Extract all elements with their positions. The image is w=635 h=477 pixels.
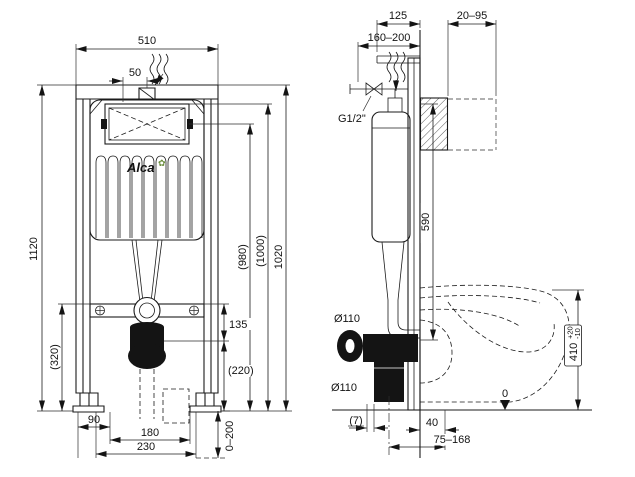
datum-zero: 0 [500, 388, 510, 410]
wall-max-outline [448, 98, 497, 151]
dim-label-90: 90 [88, 414, 100, 426]
dim-label-410-minus: -10 [573, 328, 582, 339]
dim-label-180: 180 [141, 427, 159, 439]
label-d110-bottom: Ø110 [331, 382, 357, 394]
flush-funnel [131, 239, 163, 303]
funnel-side [381, 241, 405, 301]
dim-label-410-group: 410 +20 -10 [564, 324, 582, 367]
odour-steam-symbol-side [386, 51, 406, 91]
dim-75-168: 75–168 [389, 434, 475, 450]
dim-7: (7) [348, 404, 388, 432]
dim-label-1020: 1020 [273, 245, 285, 269]
dim-label-230: 230 [137, 441, 155, 453]
brand-flower-icon: ✿ [158, 158, 166, 168]
dim-40: 40 [406, 410, 459, 450]
drain-elbow-front [128, 322, 166, 369]
dim-410-tolerance: 410 +20 -10 [552, 289, 584, 410]
brand-name: Alca [126, 160, 154, 175]
cistern [89, 99, 205, 241]
plate-diagonals [108, 107, 186, 141]
dims-base: 90 180 230 [77, 412, 197, 458]
dim-label-135: 135 [229, 319, 247, 331]
dims-heights: (980) (1000) 1020 [189, 84, 292, 412]
datum-zero-label: 0 [502, 388, 508, 400]
drain-elbow-side [337, 330, 418, 402]
dim-label-510: 510 [138, 35, 156, 47]
wc-bowl-reference [419, 284, 570, 403]
label-g12: G1/2" [338, 113, 366, 125]
odour-steam-symbol-front [149, 53, 169, 86]
dim-label-410-plus: +20 [566, 326, 575, 339]
dim-label-410: 410 [568, 343, 580, 361]
wall-section-hatched [419, 97, 449, 151]
dim-590: 590 [420, 103, 438, 341]
fill-valve-stub [138, 87, 156, 101]
dim-label-7: (7) [349, 415, 362, 427]
dim-160-200: 160–200 [357, 32, 420, 82]
side-view: G1/2" Ø110 Ø110 0 [331, 10, 592, 458]
dim-label-590: 590 [420, 213, 432, 231]
dim-label-1000: (1000) [255, 235, 267, 267]
hidden-outlet-outline [139, 369, 190, 424]
dim-50: 50 [109, 67, 161, 102]
dim-label-980: (980) [237, 244, 249, 270]
steam-icon [386, 51, 406, 83]
water-supply: G1/2" [338, 82, 408, 125]
dim-320: (320) [49, 303, 90, 411]
cistern-corner-tabs [89, 99, 205, 115]
front-view: Alca ✿ 510 [28, 35, 292, 459]
dim-1120: 1120 [28, 84, 76, 412]
dim-20-95: 20–95 [447, 10, 497, 96]
dim-label-0-200: 0–200 [224, 421, 236, 452]
cistern-side [371, 97, 420, 339]
dim-label-160-200: 160–200 [368, 32, 411, 44]
dim-label-125: 125 [389, 10, 407, 22]
dim-label-50: 50 [129, 67, 141, 79]
dim-label-40: 40 [426, 417, 438, 429]
frame-feet [72, 369, 222, 424]
flush-plate-opening [101, 103, 193, 145]
flush-pipe-side [387, 300, 420, 339]
brand-logo: Alca ✿ [126, 158, 166, 175]
dim-label-1120: 1120 [28, 237, 40, 261]
dim-510: 510 [75, 35, 219, 85]
dim-label-75-168: 75–168 [434, 434, 471, 446]
g12-leader [362, 95, 372, 112]
drain-hub [133, 296, 161, 325]
dims-right-side: 135 (220) 0–200 [164, 303, 260, 459]
top-bracket [376, 55, 420, 64]
dim-label-20-95: 20–95 [457, 10, 488, 22]
dim-label-220: (220) [228, 365, 254, 377]
cistern-ribs [95, 155, 203, 238]
valve-icon [365, 82, 383, 96]
datum-triangle-icon [500, 400, 510, 410]
label-d110-top: Ø110 [334, 313, 360, 325]
dim-label-320: (320) [49, 344, 61, 370]
